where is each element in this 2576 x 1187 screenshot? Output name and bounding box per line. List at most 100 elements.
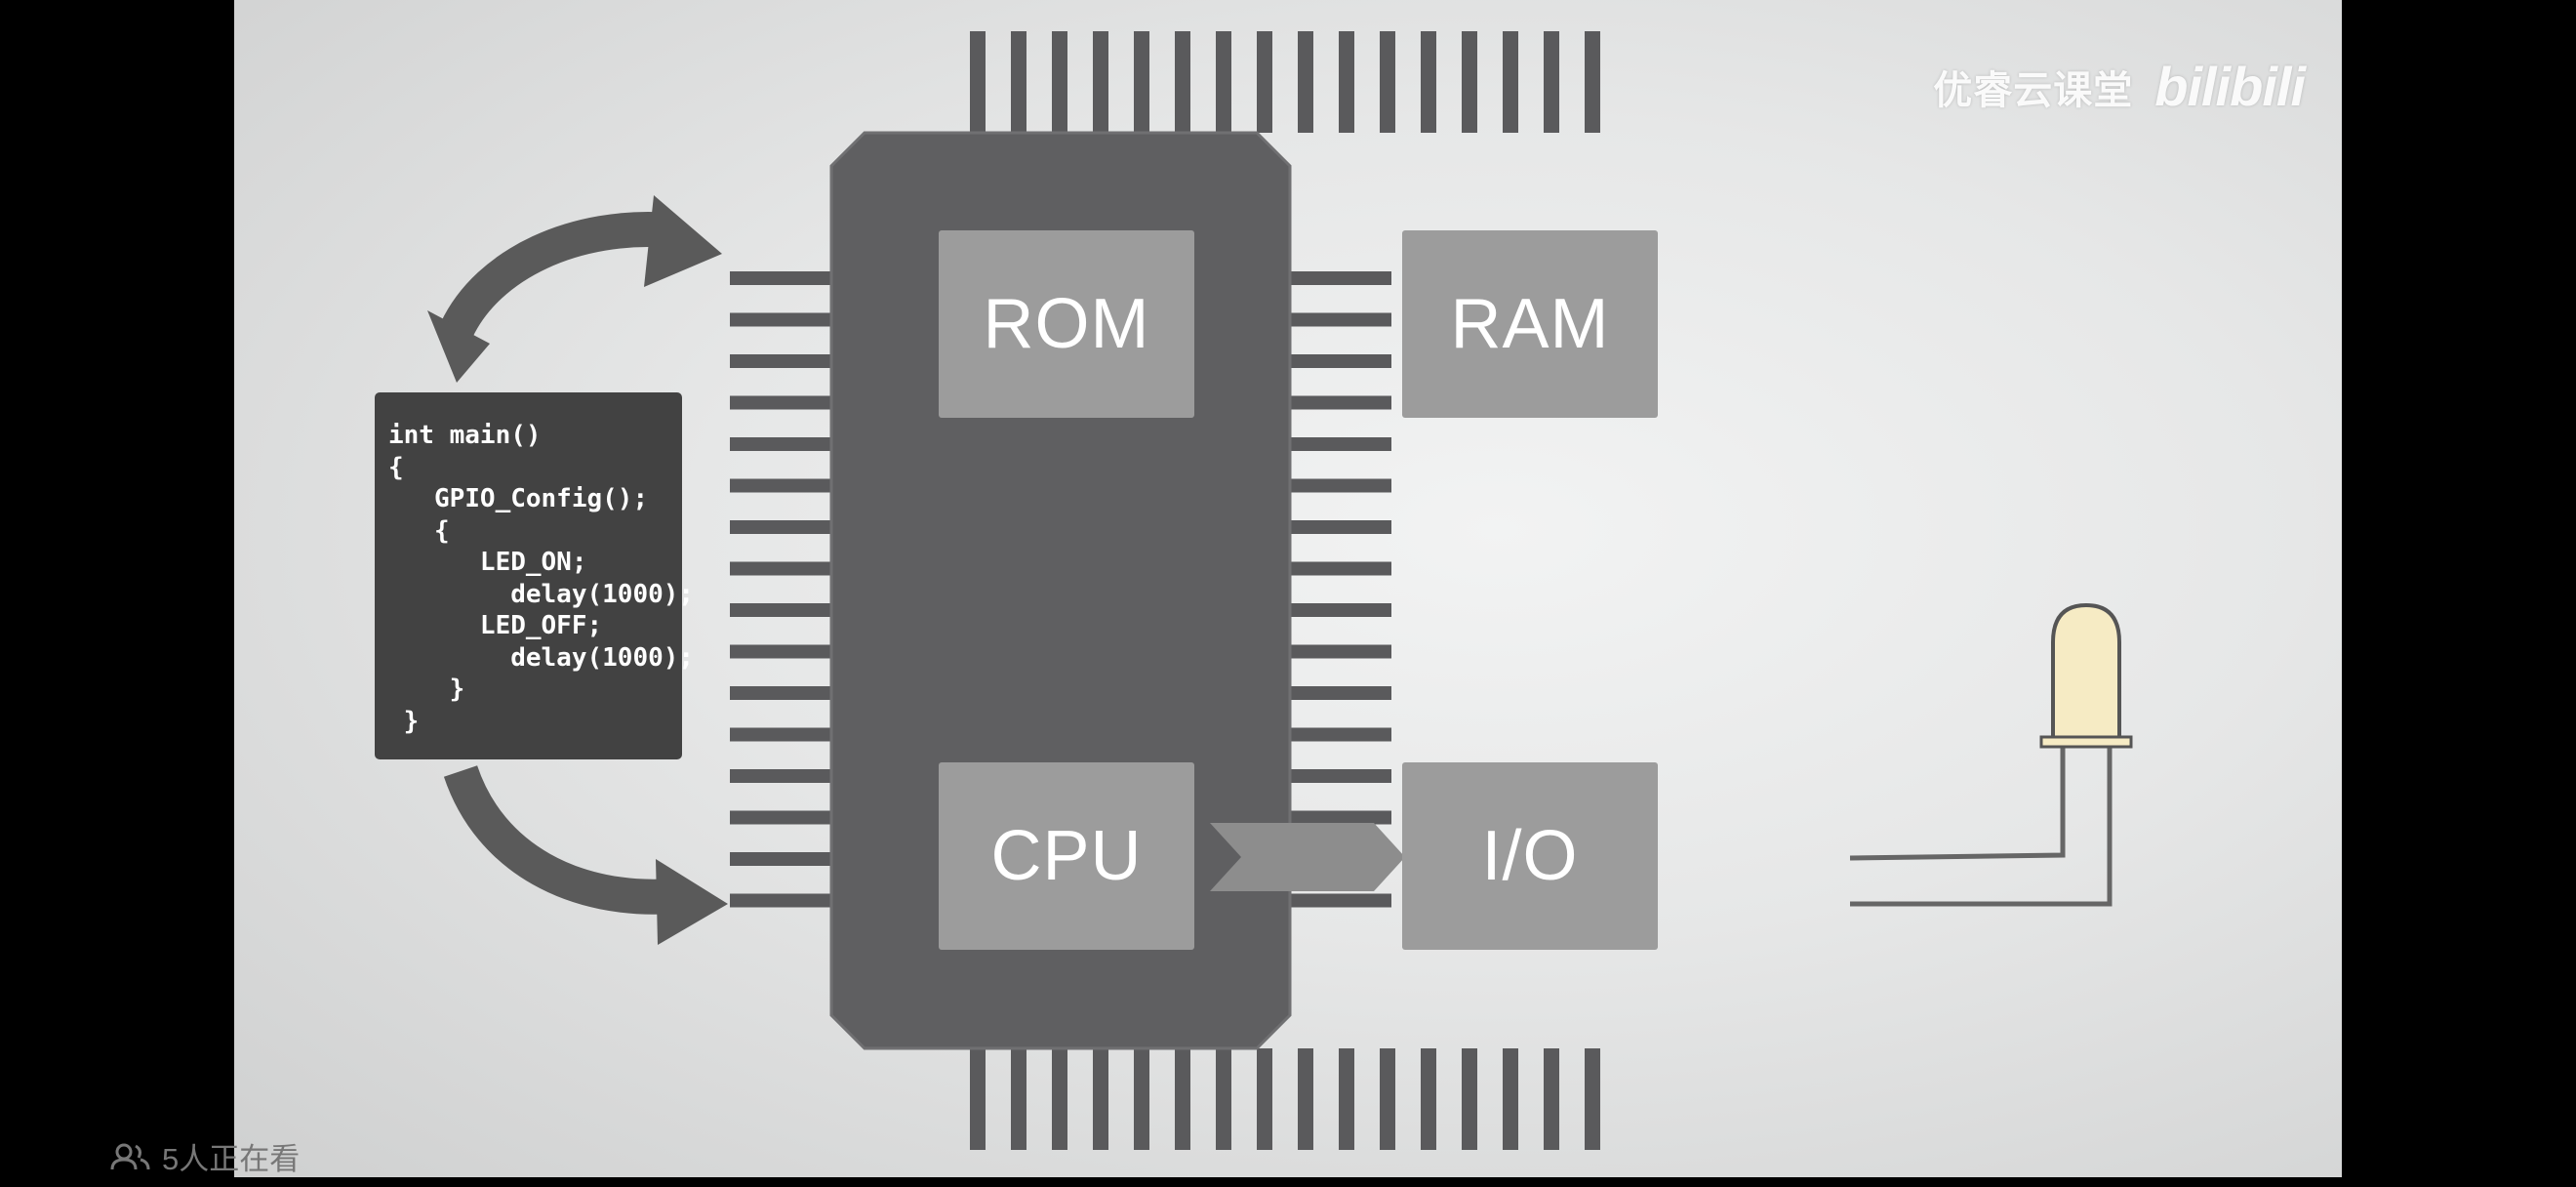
chip-pin	[730, 644, 831, 659]
chip-pin	[1290, 271, 1391, 285]
chip-pin	[1503, 31, 1518, 133]
code-line: LED_ON;	[388, 548, 587, 577]
code-line: {	[388, 452, 404, 482]
chip-pin	[730, 395, 831, 410]
chip-pin	[730, 561, 831, 576]
chip-pin	[730, 686, 831, 700]
chip-pin	[1421, 31, 1436, 133]
chip-pin	[1462, 1048, 1477, 1150]
chip-pin	[1134, 1048, 1149, 1150]
arrow-head-top-icon	[644, 195, 722, 287]
chip-pin	[1503, 1048, 1518, 1150]
code-lines: int main() { GPIO_Config(); { LED_ON; de…	[388, 420, 694, 737]
code-line: LED_OFF;	[388, 611, 603, 640]
chip-pin	[1585, 1048, 1600, 1150]
chip-pin	[1052, 31, 1067, 133]
chip-pin	[1298, 31, 1313, 133]
chip-pin	[730, 312, 831, 327]
chip-pin	[1421, 1048, 1436, 1150]
led-base-icon	[2039, 735, 2133, 749]
chip-pin	[1544, 1048, 1559, 1150]
chip-pin	[1462, 31, 1477, 133]
bilibili-logo: bilibili	[2154, 56, 2306, 117]
chip-pin	[730, 810, 831, 825]
led-bulb-icon	[2051, 602, 2121, 744]
chip-pin	[1290, 644, 1391, 659]
chip-pin	[1216, 31, 1231, 133]
chip-pin	[730, 603, 831, 617]
code-panel: int main() { GPIO_Config(); { LED_ON; de…	[375, 392, 694, 759]
chip-pins-bottom	[970, 1048, 1600, 1150]
people-icon	[110, 1143, 150, 1169]
cpu-to-io-arrow-icon	[1210, 823, 1405, 891]
chip-pin	[730, 727, 831, 742]
chip-pin	[730, 852, 831, 866]
chip-pin	[1257, 1048, 1272, 1150]
chip-pin	[1290, 603, 1391, 617]
ram-block: RAM	[1402, 230, 1658, 418]
chip-pin	[1216, 1048, 1231, 1150]
chip-pin	[1290, 727, 1391, 742]
viewer-count-text: 5人正在看	[162, 1142, 301, 1176]
arrow-head-bottom-icon	[656, 859, 728, 945]
chip-pin	[730, 893, 831, 908]
chip-pin	[730, 354, 831, 368]
chip-pin	[1093, 31, 1108, 133]
chip-pin	[1052, 1048, 1067, 1150]
chip-pins-top	[970, 31, 1600, 133]
chip-pin	[1175, 31, 1190, 133]
chip-pin	[1380, 1048, 1395, 1150]
code-line: int main()	[388, 421, 542, 450]
chip-pin	[1290, 810, 1391, 825]
chip-pins-right	[1290, 271, 1391, 908]
chip-pin	[730, 437, 831, 451]
chip-pin	[1290, 561, 1391, 576]
chip-pin	[970, 1048, 986, 1150]
chip-pin	[1011, 1048, 1026, 1150]
chip-pin	[1290, 686, 1391, 700]
code-line: }	[388, 706, 420, 736]
cpu-block: CPU	[939, 762, 1194, 950]
chip-pin	[1290, 520, 1391, 534]
chip-pin	[1257, 31, 1272, 133]
chip-pin	[730, 478, 831, 493]
viewer-count: 5人正在看	[109, 1134, 300, 1178]
code-line: {	[388, 515, 450, 546]
video-frame[interactable]: ROM RAM CPU I/O int main() { GPIO_Config…	[234, 0, 2342, 1177]
chip-pin	[1298, 1048, 1313, 1150]
code-line: delay(1000);	[388, 579, 695, 609]
chip-pin	[1011, 31, 1026, 133]
watermark: 优睿云课堂 bilibili	[1933, 55, 2306, 118]
chip-pin	[1290, 312, 1391, 327]
chip-pin	[1290, 769, 1391, 783]
chip-pin	[1290, 395, 1391, 410]
arrow-curve-bottom-icon	[443, 764, 675, 915]
code-line: GPIO_Config();	[388, 484, 649, 513]
chip-pin	[1290, 437, 1391, 451]
chip-pin	[1339, 31, 1354, 133]
chip-pin	[970, 31, 986, 133]
chip-pin	[1290, 893, 1391, 908]
io-block: I/O	[1402, 762, 1658, 950]
chip-pin	[1339, 1048, 1354, 1150]
led-wire-1	[1849, 726, 2066, 861]
chip-pin	[1093, 1048, 1108, 1150]
chip-pin	[730, 271, 831, 285]
chip-pin	[1290, 478, 1391, 493]
chip-pins-left	[730, 271, 831, 908]
chip-pin	[730, 520, 831, 534]
chip-pin	[1290, 354, 1391, 368]
arrow-head-left-icon	[427, 310, 490, 383]
chip-pin	[1380, 31, 1395, 133]
chip-pin	[1175, 1048, 1190, 1150]
chip-pin	[730, 769, 831, 783]
rom-block: ROM	[939, 230, 1194, 418]
arrow-curve-top-icon	[440, 212, 673, 339]
chip-pin	[1134, 31, 1149, 133]
led-wire-2	[1850, 746, 2113, 907]
code-line: delay(1000);	[388, 642, 695, 673]
watermark-text: 优睿云课堂	[1933, 68, 2134, 112]
chip-pin	[1544, 31, 1559, 133]
chip-pin	[1585, 31, 1600, 133]
